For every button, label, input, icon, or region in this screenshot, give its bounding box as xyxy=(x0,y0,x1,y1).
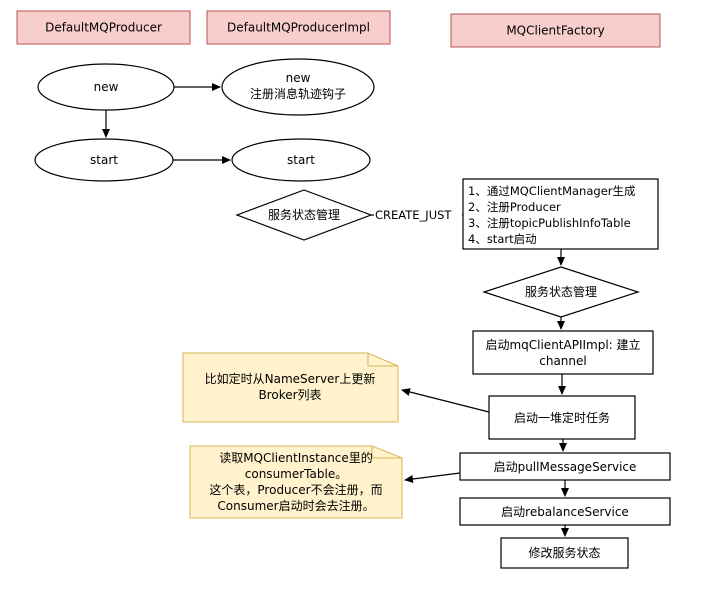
svg-text:1、通过MQClientManager生成: 1、通过MQClientManager生成 xyxy=(468,184,636,198)
edge-pull-to-note xyxy=(404,472,461,483)
svg-text:DefaultMQProducerImpl: DefaultMQProducerImpl xyxy=(227,21,370,35)
decision-state-right: 服务状态管理 xyxy=(482,266,640,318)
svg-text:比如定时从NameServer上更新: 比如定时从NameServer上更新 xyxy=(205,371,376,386)
svg-text:Consumer启动时会去注册。: Consumer启动时会去注册。 xyxy=(217,498,374,513)
start-rebalance-box: 启动rebalanceService xyxy=(459,497,671,526)
svg-text:启动pullMessageService: 启动pullMessageService xyxy=(494,460,637,474)
svg-text:读取MQClientInstance里的: 读取MQClientInstance里的 xyxy=(219,450,373,465)
start-api-box: 启动mqClientAPIImpl: 建立 channel xyxy=(472,330,654,375)
svg-text:new: new xyxy=(286,71,311,85)
modify-state-box: 修改服务状态 xyxy=(500,537,629,569)
svg-text:consumerTable。: consumerTable。 xyxy=(245,467,347,481)
node-start-left: start xyxy=(34,138,174,182)
edge-create-just: CREATE_JUST xyxy=(371,207,463,223)
svg-text:启动mqClientAPIImpl: 建立: 启动mqClientAPIImpl: 建立 xyxy=(485,337,640,352)
header-producer: DefaultMQProducer xyxy=(16,10,191,45)
svg-text:注册消息轨迹钩子: 注册消息轨迹钩子 xyxy=(250,86,346,101)
svg-text:MQClientFactory: MQClientFactory xyxy=(506,24,604,38)
decision-state-left: 服务状态管理 xyxy=(235,189,373,241)
svg-text:这个表，Producer不会注册，而: 这个表，Producer不会注册，而 xyxy=(209,482,382,497)
svg-text:channel: channel xyxy=(539,354,586,368)
svg-text:启动一堆定时任务: 启动一堆定时任务 xyxy=(514,410,610,425)
svg-text:start: start xyxy=(287,153,315,167)
svg-text:Broker列表: Broker列表 xyxy=(258,388,321,402)
note-timers: 比如定时从NameServer上更新 Broker列表 xyxy=(182,352,399,423)
header-client-factory: MQClientFactory xyxy=(450,13,661,48)
start-timers-box: 启动一堆定时任务 xyxy=(488,395,636,440)
svg-text:4、start启动: 4、start启动 xyxy=(468,232,537,246)
node-new-left: new xyxy=(37,63,175,111)
svg-text:start: start xyxy=(90,153,118,167)
svg-text:3、注册topicPublishInfoTable: 3、注册topicPublishInfoTable xyxy=(468,216,631,230)
node-start-right: start xyxy=(231,138,371,182)
svg-text:new: new xyxy=(94,80,119,94)
svg-text:DefaultMQProducer: DefaultMQProducer xyxy=(45,21,162,35)
factory-steps-box: 1、通过MQClientManager生成 2、注册Producer 3、注册t… xyxy=(462,178,659,250)
svg-text:2、注册Producer: 2、注册Producer xyxy=(468,200,561,214)
edge-timers-to-note xyxy=(401,388,490,413)
svg-text:修改服务状态: 修改服务状态 xyxy=(528,545,600,560)
svg-text:服务状态管理: 服务状态管理 xyxy=(525,284,597,299)
svg-text:启动rebalanceService: 启动rebalanceService xyxy=(501,505,629,519)
note-pull: 读取MQClientInstance里的 consumerTable。 这个表，… xyxy=(189,445,403,519)
svg-text:服务状态管理: 服务状态管理 xyxy=(268,207,340,222)
node-new-right: new 注册消息轨迹钩子 xyxy=(221,58,375,116)
start-pull-box: 启动pullMessageService xyxy=(459,452,671,481)
header-producer-impl: DefaultMQProducerImpl xyxy=(206,10,391,45)
svg-text:CREATE_JUST: CREATE_JUST xyxy=(375,208,452,222)
